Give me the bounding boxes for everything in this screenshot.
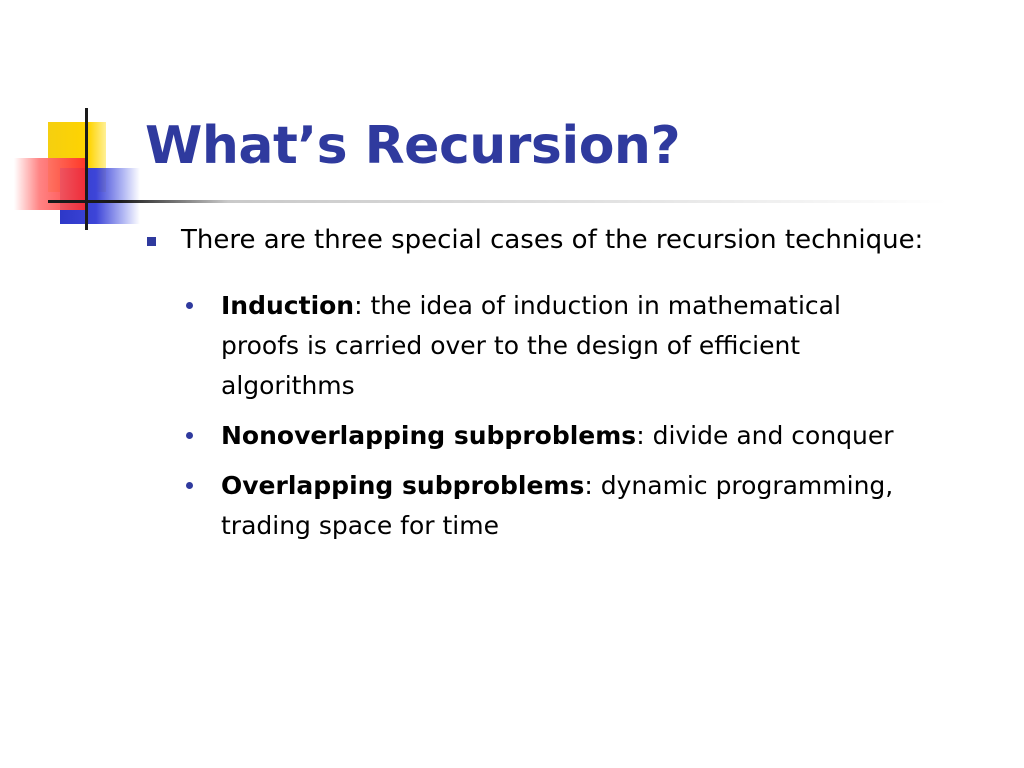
- case-separator: :: [636, 421, 645, 450]
- case-term: Nonoverlapping subproblems: [221, 421, 637, 450]
- dot-bullet-icon: [186, 432, 193, 439]
- case-separator: :: [354, 291, 363, 320]
- corner-squares-motif-icon: [0, 0, 150, 240]
- intro-text: There are three special cases of the rec…: [181, 225, 924, 255]
- dot-bullet-icon: [186, 482, 193, 489]
- case-description: dynamic programming, trading space for t…: [221, 471, 894, 540]
- case-term: Induction: [221, 291, 355, 320]
- slide-title: What’s Recursion?: [145, 116, 681, 176]
- case-description: divide and conquer: [644, 421, 894, 450]
- dot-bullet-icon: [186, 302, 193, 309]
- slide-body: There are three special cases of the rec…: [145, 222, 925, 556]
- case-item-nonoverlapping: Nonoverlapping subproblems: divide and c…: [186, 416, 925, 456]
- case-term: Overlapping subproblems: [221, 471, 585, 500]
- square-bullet-icon: [147, 237, 156, 246]
- intro-bullet: There are three special cases of the rec…: [145, 222, 925, 258]
- vertical-rule-decoration: [85, 108, 88, 230]
- title-underline-rule: [48, 200, 948, 203]
- case-item-induction: Induction: the idea of induction in math…: [186, 286, 925, 406]
- case-separator: :: [584, 471, 593, 500]
- cases-list: Induction: the idea of induction in math…: [145, 286, 925, 546]
- case-item-overlapping: Overlapping subproblems: dynamic program…: [186, 466, 925, 546]
- case-description: the idea of induction in mathematical pr…: [221, 291, 841, 400]
